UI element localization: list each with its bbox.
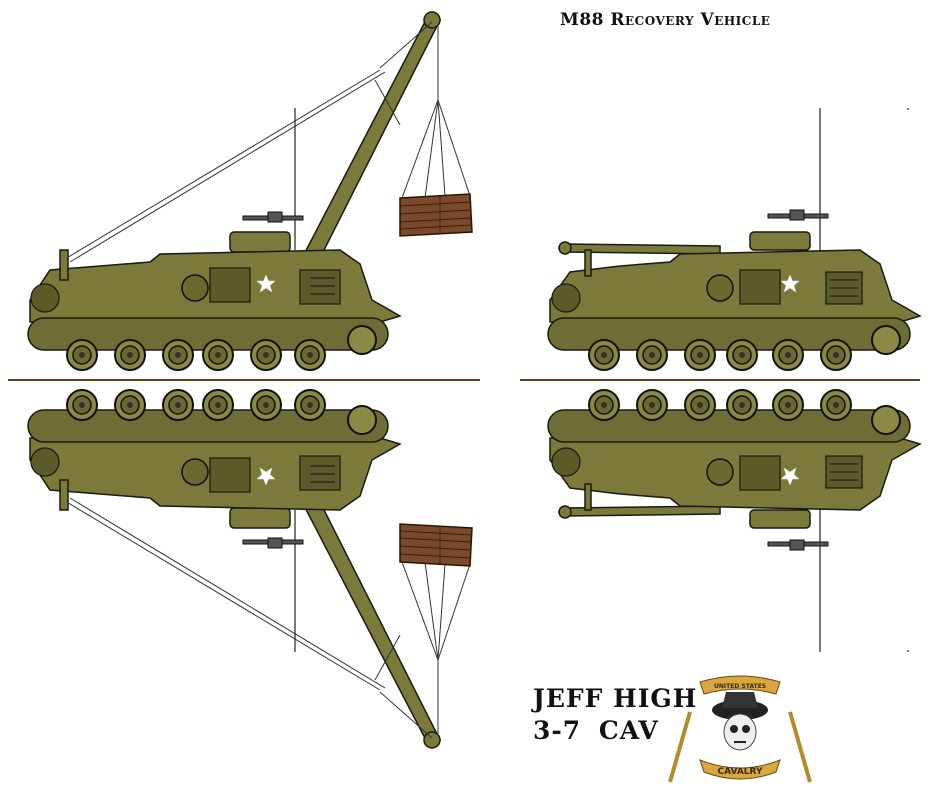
m88-travel-mode-mirror-view	[548, 390, 920, 652]
m88-crane-deployed-mirror-view	[28, 390, 472, 748]
emblem-banner-top: UNITED STATES	[714, 683, 766, 690]
emblem-banner-bottom: CAVALRY	[718, 767, 763, 777]
author-name: JEFF HIGH	[533, 684, 698, 713]
m88-crane-deployed-side-view	[28, 12, 472, 370]
m88-travel-mode-side-view	[548, 108, 920, 370]
cavalry-skull-emblem-icon: UNITED STATES CAVALRY	[668, 675, 812, 783]
sheet-title: M88 Recovery Vehicle	[560, 10, 771, 30]
author-unit: 3-7 CAV	[533, 716, 659, 745]
